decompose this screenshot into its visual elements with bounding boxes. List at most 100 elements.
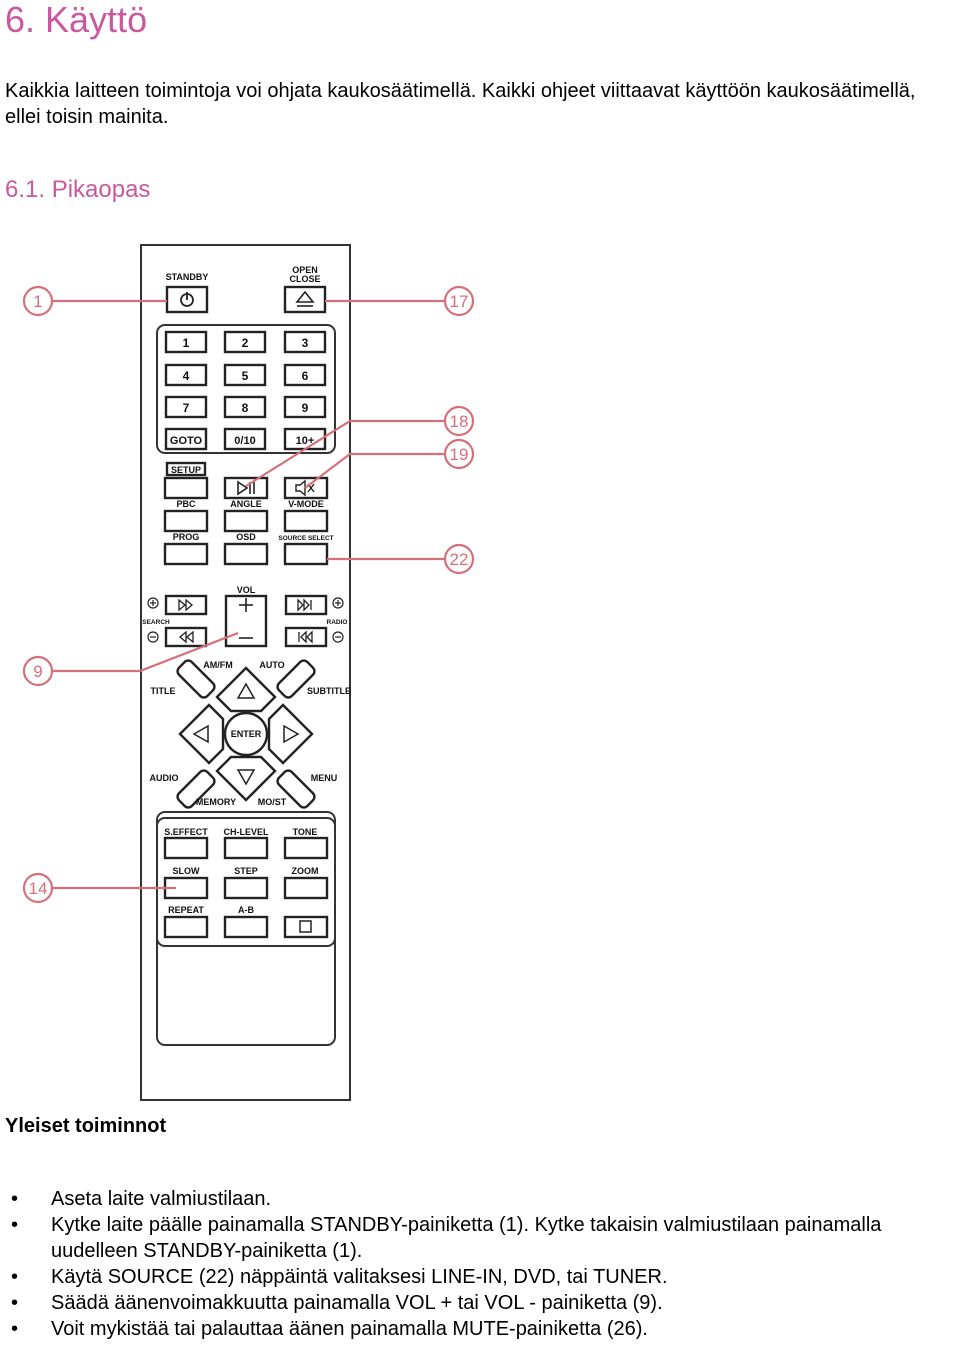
goto-button[interactable] (164, 427, 208, 451)
tone-label: TONE (293, 827, 318, 837)
radio-minus-icon (332, 631, 344, 643)
angle-label: ANGLE (230, 499, 262, 509)
a-b-label: A-B (238, 905, 254, 915)
setup-label: SETUP (171, 465, 201, 475)
enter-button[interactable] (223, 711, 269, 757)
callout-1-number: 1 (33, 292, 42, 311)
list-item: Säädä äänenvoimakkuutta painamalla VOL +… (0, 1290, 960, 1316)
memory-label: MEMORY (196, 797, 236, 807)
power-icon (180, 292, 194, 307)
callout-19-number: 19 (450, 445, 469, 464)
title-button[interactable] (175, 658, 216, 699)
auto-label: AUTO (259, 660, 284, 670)
search-minus-icon (147, 631, 159, 643)
callout-1: 1 (22, 285, 167, 317)
step-button[interactable] (223, 876, 269, 900)
goto-label: GOTO (170, 435, 203, 447)
digit-4-label: 4 (183, 369, 190, 383)
digit-5-button[interactable] (223, 363, 267, 387)
menu-button[interactable] (275, 768, 316, 809)
repeat-button[interactable] (163, 915, 209, 939)
v-mode-button[interactable] (283, 509, 329, 533)
ch-level-button[interactable] (223, 836, 269, 860)
zero-ten-button[interactable] (223, 427, 267, 451)
radio-plus-icon (332, 597, 344, 609)
tone-button[interactable] (283, 836, 329, 860)
prog-label: PROG (173, 532, 200, 542)
callout-19: 19 (304, 438, 475, 489)
next-track-icon (297, 598, 312, 612)
arrow-up-icon (236, 682, 256, 699)
digit-2-button[interactable] (223, 330, 267, 354)
enter-label: ENTER (231, 729, 262, 739)
list-item: Voit mykistää tai palauttaa äänen painam… (0, 1316, 960, 1342)
s-effect-button[interactable] (163, 836, 209, 860)
fast-forward-icon (178, 598, 194, 612)
instruction-list: Aseta laite valmiustilaan. Kytke laite p… (0, 1186, 960, 1342)
callout-22-number: 22 (450, 550, 469, 569)
digit-6-label: 6 (302, 369, 309, 383)
arrow-left-icon (192, 724, 209, 744)
menu-label: MENU (311, 773, 338, 783)
nav-left-button[interactable] (178, 703, 225, 765)
list-item: Käytä SOURCE (22) näppäintä valitaksesi … (0, 1264, 960, 1290)
callout-14: 14 (22, 872, 176, 904)
radio-label: RADIO (327, 619, 348, 626)
list-item: Kytke laite päälle painamalla STANDBY-pa… (0, 1212, 960, 1264)
prog-button[interactable] (163, 542, 209, 566)
page-title: 6. Käyttö (5, 0, 148, 40)
setup-tag (165, 461, 207, 477)
digit-6-button[interactable] (283, 363, 327, 387)
vol-label: VOL (237, 585, 256, 595)
digit-1-label: 1 (183, 336, 190, 350)
digit-5-label: 5 (242, 369, 249, 383)
callout-14-number: 14 (29, 879, 48, 898)
audio-label: AUDIO (150, 773, 179, 783)
vol-plus-icon (239, 598, 253, 612)
subtitle-label: SUBTITLE (307, 686, 351, 696)
pbc-button[interactable] (163, 509, 209, 533)
digit-8-button[interactable] (223, 395, 267, 419)
callout-22: 22 (327, 543, 475, 575)
standby-label: STANDBY (166, 272, 209, 282)
setup-button[interactable] (163, 476, 209, 500)
digit-keypad-group (156, 324, 336, 454)
audio-button[interactable] (175, 768, 216, 809)
step-label: STEP (234, 866, 258, 876)
angle-button[interactable] (223, 509, 269, 533)
stop-icon (299, 920, 312, 933)
digit-3-label: 3 (302, 336, 309, 350)
zoom-button[interactable] (283, 876, 329, 900)
pbc-label: PBC (176, 499, 196, 509)
open-label: OPEN (292, 265, 318, 275)
intro-paragraph: Kaikkia laitteen toimintoja voi ohjata k… (5, 80, 916, 128)
rewind-icon (178, 630, 194, 644)
eject-icon (295, 290, 315, 307)
callout-17-number: 17 (450, 292, 469, 311)
nav-down-button[interactable] (215, 755, 277, 802)
callout-9: 9 (22, 631, 239, 687)
repeat-label: REPEAT (168, 905, 204, 915)
digit-3-button[interactable] (283, 330, 327, 354)
callout-17: 17 (325, 285, 475, 317)
v-mode-label: V-MODE (288, 499, 324, 509)
digit-7-button[interactable] (164, 395, 208, 419)
digit-7-label: 7 (183, 401, 190, 415)
search-label: SEARCH (142, 619, 170, 626)
arrow-right-icon (283, 724, 300, 744)
stop-button[interactable] (283, 915, 329, 939)
list-item: Aseta laite valmiustilaan. (0, 1186, 960, 1212)
zero-ten-label: 0/10 (234, 435, 255, 447)
a-b-button[interactable] (223, 915, 269, 939)
next-track-button[interactable] (284, 594, 328, 616)
subtitle-button[interactable] (275, 658, 316, 699)
digit-4-button[interactable] (164, 363, 208, 387)
ten-plus-label: 10+ (296, 435, 315, 447)
nav-up-button[interactable] (215, 666, 277, 713)
digit-9-button[interactable] (283, 395, 327, 419)
mo-st-label: MO/ST (258, 797, 287, 807)
osd-button[interactable] (223, 542, 269, 566)
digit-1-button[interactable] (164, 330, 208, 354)
source-select-button[interactable] (283, 542, 329, 566)
nav-right-button[interactable] (267, 703, 314, 765)
